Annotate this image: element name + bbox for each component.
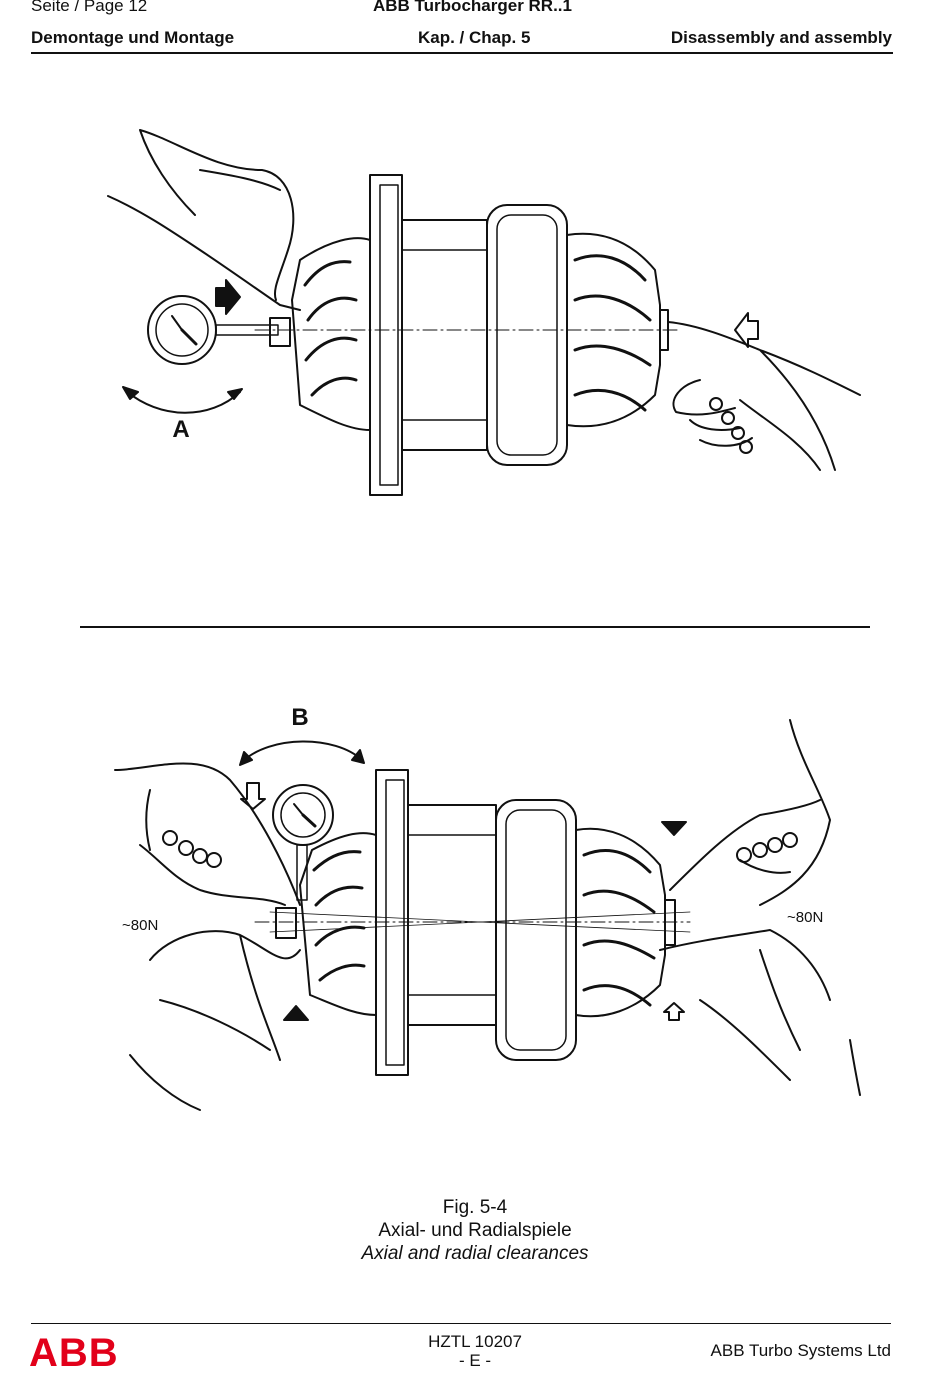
arc-a bbox=[124, 389, 241, 414]
gauge-stem bbox=[215, 324, 279, 336]
load-arrow-up-left bbox=[283, 1005, 309, 1021]
gauge-stem bbox=[296, 844, 308, 901]
caption-en: Axial and radial clearances bbox=[361, 1243, 589, 1264]
push-arrow-right bbox=[215, 279, 241, 315]
dimension-label-a: A bbox=[172, 416, 189, 443]
edition-label: - E - bbox=[458, 1351, 492, 1370]
load-arrow-up-right bbox=[663, 1002, 685, 1021]
section-title-en: Disassembly and assembly bbox=[670, 28, 892, 47]
load-arrow-down-left bbox=[240, 782, 266, 810]
bearing-flange bbox=[369, 174, 403, 496]
compressor-wheel bbox=[299, 832, 377, 1016]
load-arrow-down-right bbox=[661, 821, 687, 836]
arc-b bbox=[241, 740, 363, 763]
figure-divider bbox=[80, 626, 870, 628]
document-title: ABB Turbocharger RR..1 bbox=[373, 0, 572, 15]
right-hand bbox=[667, 321, 861, 471]
hand-upper-right bbox=[669, 719, 831, 906]
document-number: HZTL 10207 bbox=[428, 1332, 522, 1351]
page-number: Seite / Page 12 bbox=[31, 0, 148, 15]
hand-lower-right bbox=[659, 929, 861, 1096]
force-label-left: ~80N bbox=[122, 917, 158, 934]
turbine-wheel bbox=[566, 232, 661, 428]
caption-de: Axial- und Radialspiele bbox=[378, 1220, 572, 1241]
axial-clearance-illustration: A bbox=[107, 129, 861, 496]
footer-rule bbox=[31, 1323, 891, 1324]
abb-logo: ABB bbox=[29, 1331, 119, 1375]
push-arrow-left bbox=[734, 312, 759, 348]
left-hand bbox=[107, 129, 301, 311]
compressor-wheel bbox=[291, 237, 371, 431]
bearing-housing bbox=[486, 204, 568, 466]
dimension-label-b: B bbox=[291, 704, 308, 731]
figure-number: Fig. 5-4 bbox=[442, 1197, 508, 1218]
header-rule bbox=[31, 52, 893, 54]
radial-clearance-illustration: B ~80N ~80N bbox=[114, 704, 861, 1111]
hand-upper-left bbox=[114, 762, 301, 906]
hand-lower-left bbox=[129, 930, 301, 1111]
chapter-label: Kap. / Chap. 5 bbox=[418, 28, 531, 47]
bearing-housing bbox=[495, 799, 577, 1061]
force-label-right: ~80N bbox=[787, 909, 823, 926]
section-title-de: Demontage und Montage bbox=[31, 28, 235, 47]
company-name: ABB Turbo Systems Ltd bbox=[710, 1341, 891, 1360]
